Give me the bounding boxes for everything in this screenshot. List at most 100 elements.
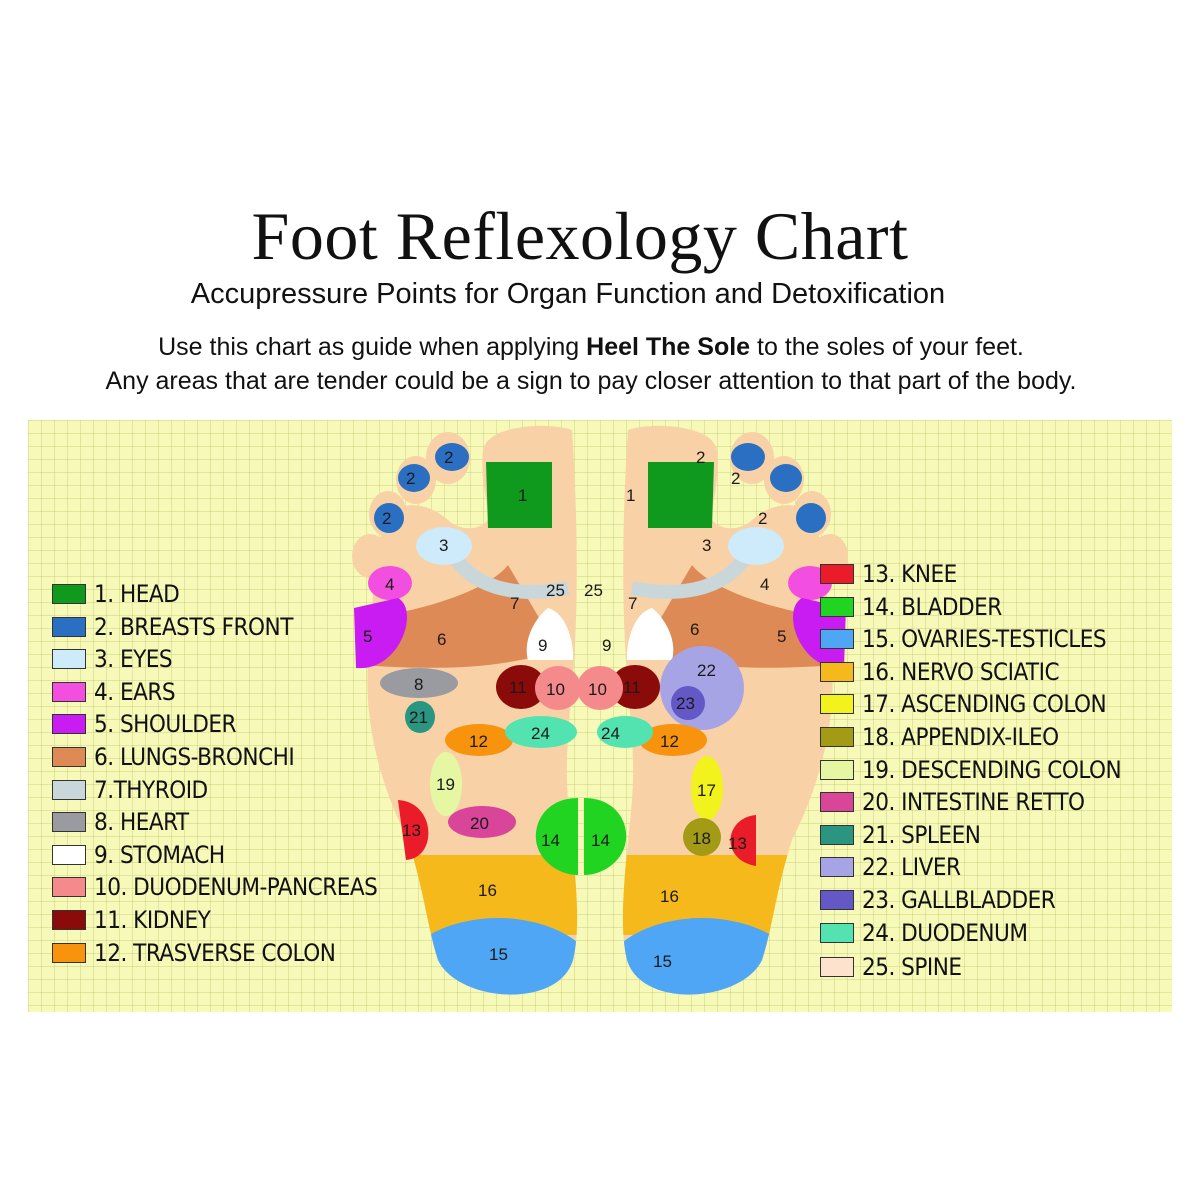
left-zone-14 [535, 798, 578, 875]
label-right-15: 15 [653, 952, 672, 971]
legend-label: 12. TRASVERSE COLON [94, 938, 336, 967]
label-right-10: 10 [588, 680, 607, 699]
legend-label: 18. APPENDIX-ILEO [862, 723, 1059, 751]
legend-swatch [820, 596, 854, 617]
legend-swatch [820, 890, 854, 910]
legend-label: 16. NERVO SCIATIC [862, 657, 1060, 686]
label-left-21: 21 [409, 708, 428, 727]
left-zone-20 [448, 806, 516, 838]
legend-item-duodenum: 24. DUODENUM [820, 919, 1028, 947]
legend-swatch [52, 910, 86, 930]
page-title: Foot Reflexology Chart [251, 198, 909, 274]
label-left-2b: 2 [406, 469, 415, 488]
label-right-13: 13 [728, 834, 747, 853]
legend-item-nervo-sciatic: 16. NERVO SCIATIC [820, 657, 1060, 686]
intro-text: Use this chart as guide when applying He… [0, 330, 1182, 398]
legend-label: 13. KNEE [862, 560, 957, 588]
legend-swatch [52, 779, 86, 800]
legend-item-kidney: 11. KIDNEY [52, 906, 211, 934]
legend-label: 11. KIDNEY [94, 906, 211, 934]
left-zone-9 [526, 608, 574, 660]
left-zone-12 [445, 724, 513, 756]
right-zone-24 [597, 716, 653, 748]
legend-item-stomach: 9. STOMACH [52, 841, 225, 869]
legend-label: 22. LIVER [862, 853, 961, 882]
legend-item-breasts-front: 2. BREASTS FRONT [52, 613, 293, 641]
label-left-5: 5 [363, 627, 372, 646]
label-left-2a: 2 [444, 448, 453, 467]
legend-label: 3. EYES [94, 645, 173, 674]
label-right-17: 17 [697, 781, 716, 800]
legend-swatch [820, 759, 854, 780]
legend-swatch [820, 957, 854, 977]
label-left-13: 13 [402, 821, 421, 840]
legend-item-ascending-colon: 17. ASCENDING COLON [820, 690, 1107, 718]
label-right-23: 23 [676, 694, 695, 713]
legend-swatch [52, 649, 86, 670]
legend-swatch [52, 747, 86, 767]
left-foot: 2 2 2 1 3 4 5 25 7 6 9 8 11 10 21 12 24 … [352, 425, 581, 995]
right-zone-13 [730, 815, 756, 866]
legend-swatch [820, 694, 854, 715]
right-zone-10 [577, 666, 623, 710]
label-left-8: 8 [414, 675, 423, 694]
label-right-9: 9 [602, 636, 611, 655]
right-zone-22 [660, 646, 744, 730]
intro-line-2: Any areas that are tender could be a sig… [105, 367, 1077, 395]
legend-swatch [820, 564, 854, 584]
right-zone-9 [626, 608, 674, 660]
right-zone-11 [610, 665, 660, 709]
label-right-24: 24 [601, 724, 620, 743]
left-zone-19 [430, 752, 462, 816]
legend-item-liver: 22. LIVER [820, 853, 961, 882]
legend-label: 5. SHOULDER [94, 710, 237, 739]
left-zone-3 [416, 527, 472, 565]
label-right-12: 12 [660, 732, 679, 751]
legend-label: 9. STOMACH [94, 840, 225, 869]
legend-swatch [52, 942, 86, 963]
left-zone-2c [374, 503, 404, 533]
left-zone-15 [398, 918, 578, 995]
legend-swatch [820, 824, 854, 845]
right-zone-17 [691, 756, 723, 820]
legend-label: 14. BLADDER [862, 592, 1002, 621]
left-zone-1 [486, 462, 552, 528]
legend-swatch [52, 616, 86, 637]
right-zone-3 [728, 527, 784, 565]
left-zone-21 [405, 701, 435, 733]
legend-swatch [820, 792, 854, 813]
label-right-1: 1 [626, 486, 635, 505]
label-right-16: 16 [660, 887, 679, 906]
label-left-15: 15 [489, 945, 508, 964]
label-left-14: 14 [541, 831, 560, 850]
legend-label: 25. SPINE [862, 953, 962, 981]
legend-swatch [820, 661, 854, 682]
legend-item-ears: 4. EARS [52, 678, 176, 706]
label-left-12: 12 [469, 732, 488, 751]
left-zone-13 [398, 800, 429, 860]
legend-swatch [820, 857, 854, 878]
label-left-4: 4 [385, 575, 394, 594]
label-right-25: 25 [584, 581, 603, 600]
right-zone-18 [683, 818, 721, 856]
legend-label: 2. BREASTS FRONT [94, 612, 293, 641]
left-zone-24 [505, 716, 577, 748]
right-zone-12 [639, 724, 707, 756]
reflexology-chart-panel: 2 2 2 1 3 4 5 25 7 6 9 8 11 10 21 12 24 … [28, 420, 1172, 1012]
label-left-25: 25 [546, 581, 565, 600]
label-right-14: 14 [591, 831, 610, 850]
legend-label: 23. GALLBLADDER [862, 886, 1056, 914]
left-zone-8 [380, 668, 458, 698]
legend-swatch [820, 629, 854, 650]
label-left-16: 16 [478, 881, 497, 900]
legend-label: 1. HEAD [94, 580, 180, 608]
label-left-9: 9 [538, 636, 547, 655]
label-right-2a: 2 [696, 448, 705, 467]
label-right-7: 7 [628, 594, 637, 613]
right-zone-2c [796, 503, 826, 533]
legend-label: 19. DESCENDING COLON [862, 755, 1122, 784]
label-left-3: 3 [439, 536, 448, 555]
label-right-3: 3 [702, 536, 711, 555]
legend-label: 7.THYROID [94, 775, 208, 804]
label-right-11: 11 [623, 678, 641, 697]
